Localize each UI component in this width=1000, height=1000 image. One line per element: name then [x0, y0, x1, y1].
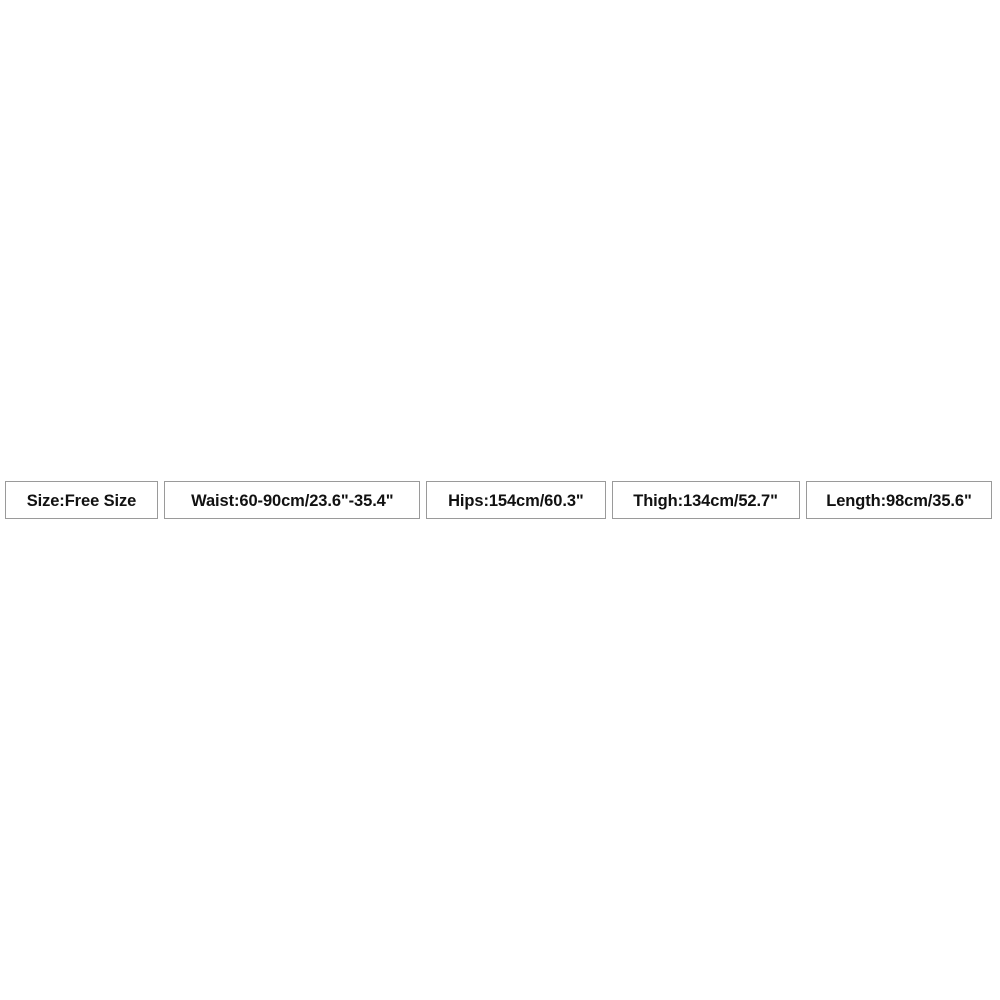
size-chart-cell-label: Hips:154cm/60.3"	[448, 490, 584, 510]
size-chart-table: Size:Free Size Waist:60-90cm/23.6"-35.4"…	[5, 481, 992, 519]
size-chart-cell-label: Size:Free Size	[26, 490, 137, 510]
size-chart-cell-waist: Waist:60-90cm/23.6"-35.4"	[164, 481, 420, 519]
size-chart-cell-length: Length:98cm/35.6"	[806, 481, 992, 519]
size-chart-cell-label: Waist:60-90cm/23.6"-35.4"	[190, 490, 394, 510]
size-chart-cell-label: Thigh:134cm/52.7"	[633, 490, 779, 510]
size-chart-cell-label: Length:98cm/35.6"	[826, 490, 972, 510]
size-chart-cell-size: Size:Free Size	[5, 481, 158, 519]
size-chart-cell-thigh: Thigh:134cm/52.7"	[612, 481, 800, 519]
size-chart-cell-hips: Hips:154cm/60.3"	[426, 481, 606, 519]
